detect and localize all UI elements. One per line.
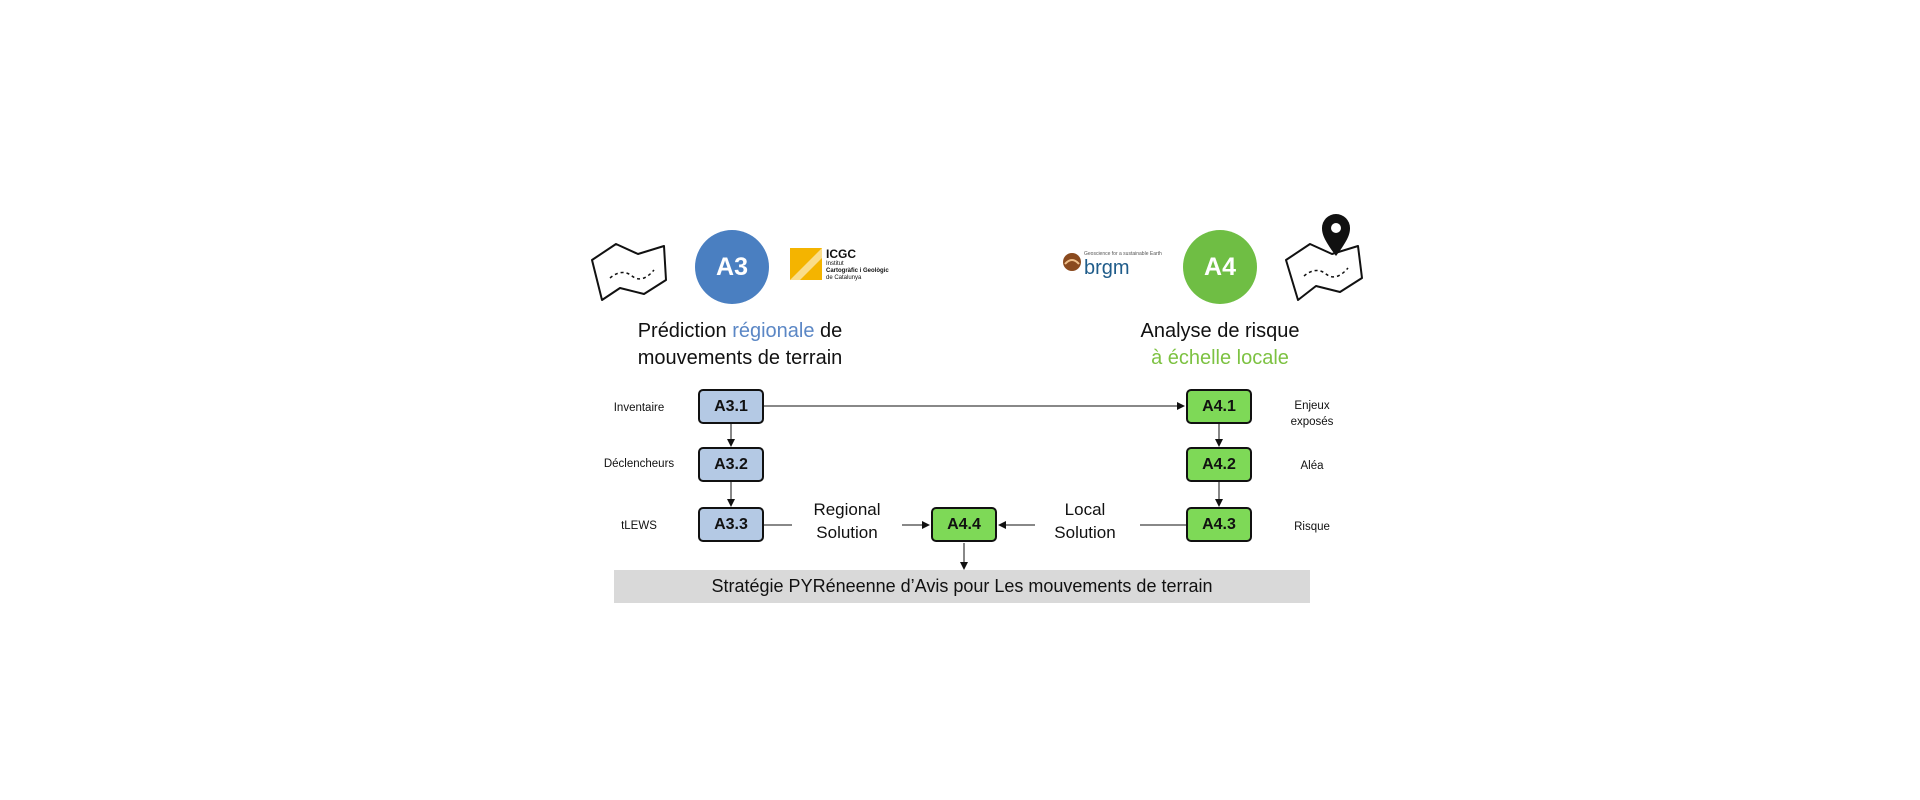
box-a4-4: A4.4	[931, 507, 997, 542]
spirale-banner: Stratégie PYRéneenne d’Avis pour Les mou…	[614, 570, 1310, 603]
a3-heading: Prédiction régionale de mouvements de te…	[590, 318, 890, 372]
icgc-logo-name: ICGC	[826, 247, 856, 261]
regional-solution-line1: Regional	[813, 500, 881, 519]
a3-heading-part1: Prédiction	[637, 320, 733, 342]
box-a3-1: A3.1	[698, 389, 764, 424]
a4-heading-line2: à échelle locale	[1151, 347, 1289, 369]
icgc-logo-line1: Institut	[826, 261, 844, 267]
label-tlews: tLEWS	[621, 520, 657, 532]
local-solution-line1: Local	[1064, 500, 1106, 519]
label-enjeux-exposes: Enjeux exposés	[1272, 398, 1352, 430]
label-alea: Aléa	[1300, 460, 1324, 472]
a3-circle: A3	[695, 230, 769, 304]
label-enjeux-line2: exposés	[1290, 416, 1334, 428]
a3-heading-part2: de	[814, 320, 843, 342]
label-risque: Risque	[1294, 521, 1330, 533]
icgc-logo-mark-icon	[790, 248, 822, 280]
a3-heading-line2: mouvements de terrain	[637, 347, 843, 369]
box-a3-2: A3.2	[698, 447, 764, 482]
box-a4-2: A4.2	[1186, 447, 1252, 482]
brgm-logo-mark-icon	[1063, 253, 1081, 271]
a3-circle-label: A3	[716, 252, 748, 281]
icgc-logo-line2: Cartogràfic i Geològic	[826, 268, 889, 274]
a4-circle-label: A4	[1204, 252, 1236, 281]
icgc-logo-line3: de Catalunya	[826, 275, 862, 281]
label-declencheurs: Déclencheurs	[603, 458, 675, 470]
icgc-logo: ICGC Institut Cartogràfic i Geològic de …	[790, 248, 920, 298]
brgm-logo-tagline: Geoscience for a sustainable Earth	[1084, 251, 1162, 257]
label-enjeux-line1: Enjeux	[1294, 400, 1330, 412]
regional-solution-label: Regional Solution	[792, 498, 902, 544]
brgm-logo-name: brgm	[1084, 257, 1130, 279]
regional-map-icon	[591, 243, 667, 301]
a4-circle: A4	[1183, 230, 1257, 304]
regional-solution-line2: Solution	[816, 523, 878, 542]
local-solution-label: Local Solution	[1035, 498, 1135, 544]
label-inventaire: Inventaire	[613, 402, 665, 414]
box-a3-3: A3.3	[698, 507, 764, 542]
box-a4-1: A4.1	[1186, 389, 1252, 424]
a4-heading: Analyse de risque à échelle locale	[1070, 318, 1370, 372]
a3-heading-highlight: régionale	[732, 320, 815, 342]
local-map-pin-icon	[1285, 214, 1363, 301]
box-a4-3: A4.3	[1186, 507, 1252, 542]
local-solution-line2: Solution	[1054, 523, 1116, 542]
brgm-logo: Geoscience for a sustainable Earth brgm	[1062, 248, 1174, 288]
a4-heading-line1: Analyse de risque	[1140, 320, 1300, 342]
